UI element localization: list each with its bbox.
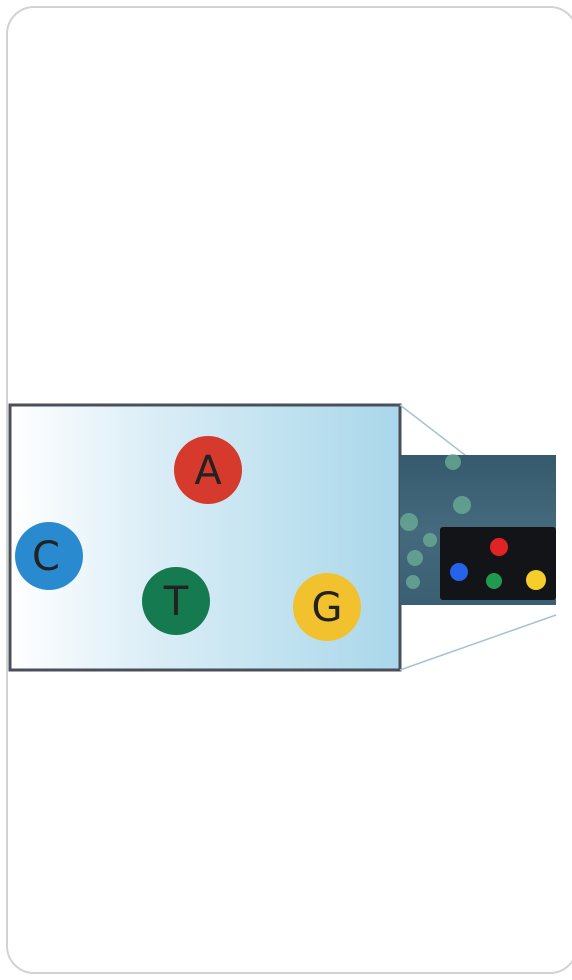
sensor-dot-yellow	[526, 570, 546, 590]
nucleotide-t-label: T	[163, 579, 189, 625]
nucleotide-a: A	[174, 436, 242, 504]
sensor-dot-blue	[450, 563, 468, 581]
nucleotide-t: T	[142, 567, 210, 635]
sensor-dot-red	[490, 538, 508, 556]
nucleotide-c: C	[15, 522, 83, 590]
zoom-line-bottom	[400, 615, 556, 670]
nucleotide-a-label: A	[194, 448, 222, 494]
nucleotide-g-label: G	[312, 585, 343, 631]
nucleotide-c-label: C	[32, 534, 60, 580]
sensor-dot-green	[486, 573, 502, 589]
nucleotide-g: G	[293, 573, 361, 641]
